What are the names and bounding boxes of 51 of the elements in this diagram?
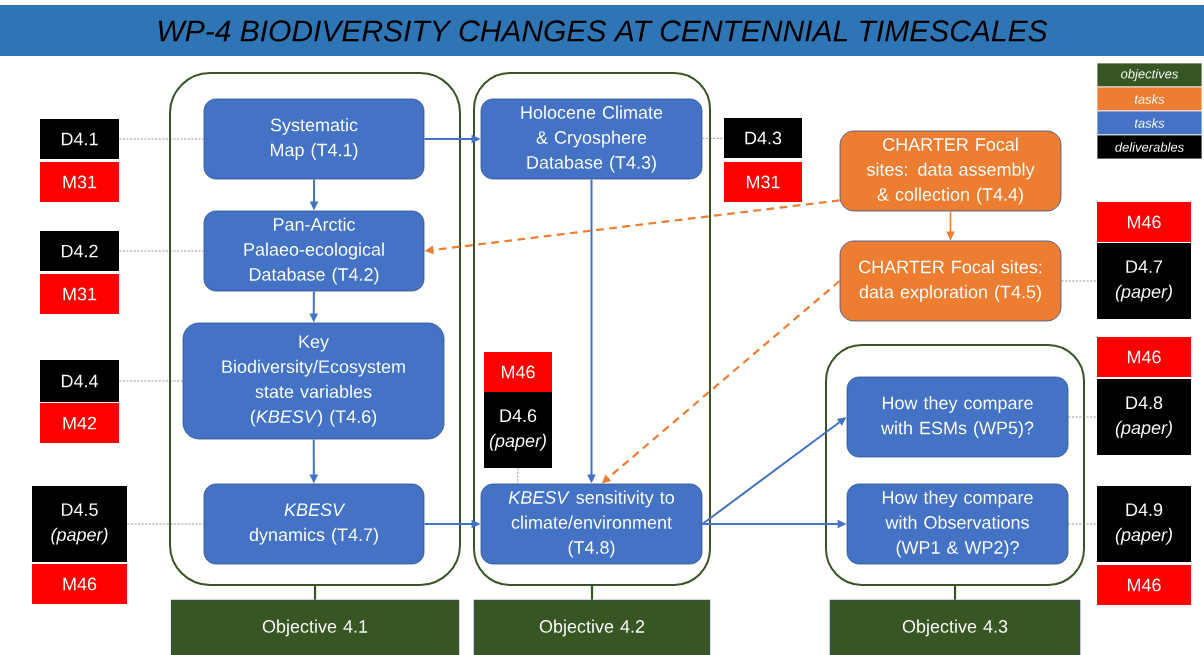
leader-line <box>1061 280 1098 282</box>
milestone-box: M46 <box>1097 337 1191 377</box>
title-banner: WP-4 BIODIVERSITY CHANGES AT CENTENNIAL TIMESCALES <box>0 5 1204 56</box>
group-frame <box>473 72 711 586</box>
group-frame <box>825 344 1085 586</box>
task-box: Holocene Climate & Cryosphere Database (T4.3) <box>480 98 703 180</box>
milestone-box: M31 <box>40 274 119 314</box>
deliverable-box: D4.5 (paper) <box>32 486 127 562</box>
task-box: Key Biodiversity/Ecosystem state variables (KBESV) (T4.6) <box>182 322 445 440</box>
deliverable-box: D4.3 <box>724 118 802 158</box>
milestone-box: M31 <box>724 162 802 202</box>
connector-line <box>590 586 594 600</box>
deliverable-box: D4.4 <box>40 360 119 402</box>
leader-line <box>702 137 725 139</box>
leader-line <box>118 250 204 252</box>
legend-item: deliverables <box>1096 134 1203 160</box>
leader-line <box>118 138 204 140</box>
milestone-box: M31 <box>40 162 119 202</box>
task-box: Pan-Arctic Palaeo-ecological Database (T4.2) <box>203 210 425 292</box>
group-frame <box>169 72 461 586</box>
legend-item: objectives <box>1096 62 1203 88</box>
milestone-box: M42 <box>40 403 119 443</box>
leader-line <box>1068 523 1098 525</box>
task-box: CHARTER Focal sites: data assembly & collection (T4.4) <box>839 130 1062 212</box>
leader-line <box>517 467 519 484</box>
task-box: CHARTER Focal sites: data exploration (T4.5) <box>839 240 1062 322</box>
connector-line <box>953 586 957 600</box>
deliverable-box: D4.6 (paper) <box>484 392 552 468</box>
leader-line <box>126 523 204 525</box>
milestone-box: M46 <box>1097 565 1191 605</box>
task-box: KBESV sensitivity to climate/environment (T4.8) <box>480 483 703 565</box>
objective-box: Objective 4.2 <box>473 599 711 655</box>
task-box: How they compare with Observations (WP1 & WP2)? <box>846 483 1069 565</box>
leader-line <box>118 380 183 382</box>
connector-line <box>313 586 317 600</box>
task-box: Systematic Map (T4.1) <box>203 98 425 180</box>
deliverable-box: D4.8 (paper) <box>1097 379 1191 455</box>
objective-box: Objective 4.1 <box>170 599 460 655</box>
milestone-box: M46 <box>1097 202 1191 242</box>
task-box: How they compare with ESMs (WP5)? <box>846 376 1069 458</box>
deliverable-box: D4.1 <box>40 119 119 159</box>
milestone-box: M46 <box>484 352 552 392</box>
task-box: KBESV dynamics (T4.7) <box>203 483 425 565</box>
leader-line <box>1068 416 1098 418</box>
milestone-box: M46 <box>32 564 127 604</box>
deliverable-box: D4.9 (paper) <box>1097 486 1191 562</box>
legend-item: tasks <box>1096 110 1203 136</box>
deliverable-box: D4.7 (paper) <box>1097 243 1191 319</box>
legend-item: tasks <box>1096 86 1203 112</box>
deliverable-box: D4.2 <box>40 231 119 271</box>
objective-box: Objective 4.3 <box>829 599 1081 655</box>
